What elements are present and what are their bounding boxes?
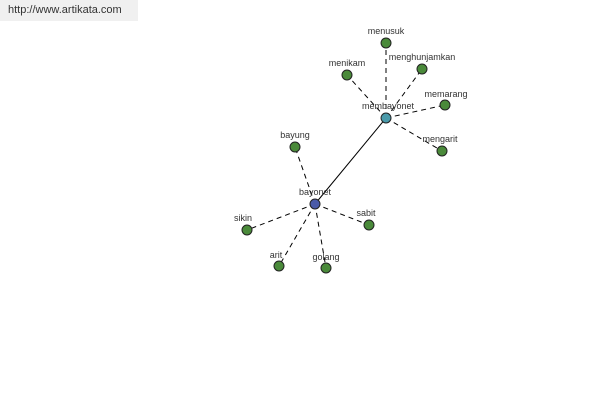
node-label-mengarit: mengarit — [422, 134, 458, 144]
edge-bayonet-bayung — [294, 146, 316, 205]
node-label-memarang: memarang — [424, 89, 467, 99]
node-menusuk[interactable] — [380, 37, 392, 49]
edge-bayonet-arit — [278, 203, 316, 267]
edge-bayonet-sikin — [246, 203, 316, 231]
node-memarang[interactable] — [439, 99, 451, 111]
node-label-menusuk: menusuk — [368, 26, 405, 36]
node-bayung[interactable] — [289, 141, 301, 153]
node-label-membayonet: membayonet — [362, 101, 415, 111]
node-arit[interactable] — [273, 260, 285, 272]
node-label-arit: arit — [270, 250, 283, 260]
edge-membayonet-menikam — [346, 74, 387, 119]
node-label-sikin: sikin — [234, 213, 252, 223]
edge-bayonet-golang — [314, 203, 327, 269]
node-bayonet[interactable] — [309, 198, 321, 210]
node-menikam[interactable] — [341, 69, 353, 81]
nodes-layer — [241, 37, 451, 274]
node-sikin[interactable] — [241, 224, 253, 236]
node-label-golang: golang — [312, 252, 339, 262]
edge-bayonet-membayonet — [314, 117, 387, 205]
site-url-banner[interactable]: http://www.artikata.com — [0, 0, 138, 21]
node-membayonet[interactable] — [380, 112, 392, 124]
node-label-sabit: sabit — [356, 208, 376, 218]
edge-bayonet-sabit — [314, 203, 370, 226]
node-mengarit[interactable] — [436, 145, 448, 157]
node-label-menikam: menikam — [329, 58, 366, 68]
edge-membayonet-memarang — [385, 104, 446, 119]
node-menghunjamkan[interactable] — [416, 63, 428, 75]
node-label-menghunjamkan: menghunjamkan — [389, 52, 456, 62]
edges-layer — [246, 43, 446, 269]
edge-membayonet-menghunjamkan — [385, 68, 423, 119]
node-label-bayonet: bayonet — [299, 187, 332, 197]
node-label-bayung: bayung — [280, 130, 310, 140]
labels-layer: bayonet membayonet menusuk menghunjamkan men… — [234, 26, 468, 262]
node-golang[interactable] — [320, 262, 332, 274]
edge-membayonet-mengarit — [385, 117, 443, 152]
node-sabit[interactable] — [363, 219, 375, 231]
